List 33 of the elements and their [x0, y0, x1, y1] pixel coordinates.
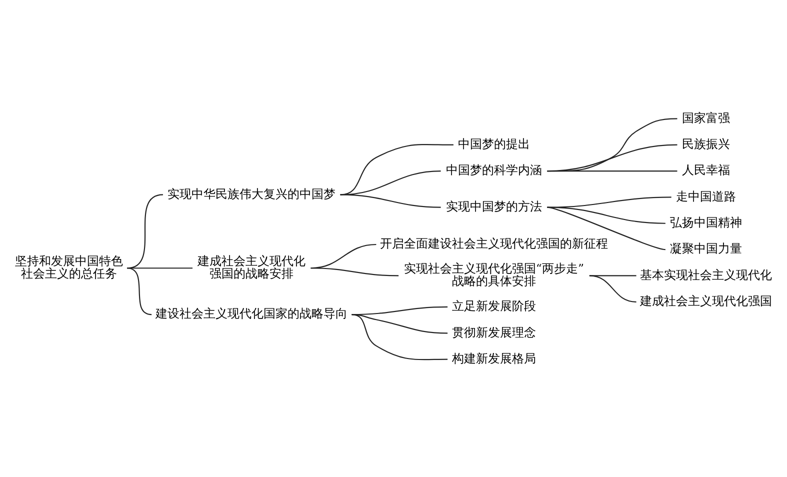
node-text: 人民幸福 [682, 162, 730, 177]
connector [547, 206, 666, 250]
node-text: 民族振兴 [682, 136, 730, 150]
connector [589, 274, 636, 276]
node-text: 走中国道路 [676, 188, 736, 203]
connector [127, 267, 193, 268]
node-text: 立足新发展阶段 [452, 298, 536, 313]
connector [126, 267, 152, 315]
node-text: 中国梦的科学内涵 [446, 162, 542, 177]
node-text: 建设社会主义现代化国家的战略导向 [156, 306, 348, 320]
node-text: 开启全面建设社会主义现代化强国的新征程 [380, 236, 608, 250]
node-text: 中国梦的提出 [458, 136, 530, 150]
connector [589, 274, 636, 302]
connector [547, 196, 672, 208]
node-text: 弘扬中国精神 [670, 215, 742, 229]
connector [340, 194, 441, 208]
connector [547, 118, 678, 172]
connector [547, 144, 678, 172]
connector [547, 170, 678, 172]
node-text: 实现中国梦的方法 [446, 198, 542, 213]
node-text: 贯彻新发展理念 [452, 324, 536, 339]
connector [352, 314, 448, 360]
connector [352, 314, 448, 334]
node-text: 基本实现社会主义现代化 [640, 267, 772, 282]
node-text: 坚持和发展中国特色社会主义的总任务 [15, 253, 124, 280]
node-text: 构建新发展格局 [452, 350, 536, 365]
node-text: 凝聚中国力量 [670, 241, 742, 256]
node-text: 实现社会主义现代化强国“两步走”战略的具体安排 [404, 261, 584, 288]
node-text: 实现中华民族伟大复兴的中国梦 [168, 186, 336, 200]
node-text: 建成社会主义现代化强国 [640, 294, 772, 308]
node-text: 国家富强 [682, 110, 730, 124]
node-text: 建成社会主义现代化强国的战略安排 [198, 253, 306, 280]
connector [310, 267, 399, 276]
